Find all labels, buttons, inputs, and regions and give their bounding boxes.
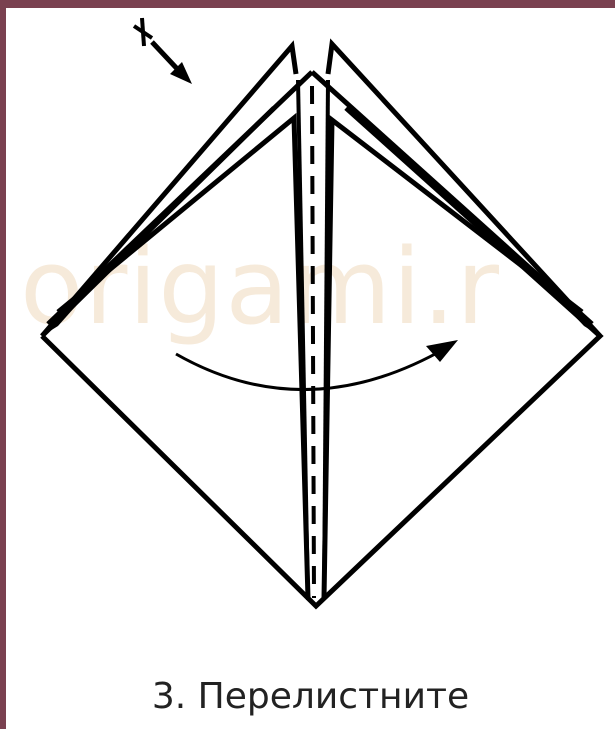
step-caption: 3. Перелистните xyxy=(6,676,615,717)
diagram-panel: origami.r xyxy=(6,8,615,729)
x-cross-arrow-icon xyxy=(134,18,192,84)
right-flap-inner xyxy=(324,120,582,598)
origami-fold-diagram xyxy=(6,8,615,729)
left-flap-shade xyxy=(42,290,90,336)
center-dashed-crease xyxy=(312,86,314,598)
curved-arrow-head xyxy=(426,340,458,362)
diamond-outline xyxy=(42,108,600,606)
curved-arrow-right-icon xyxy=(176,348,446,390)
right-flap-shade xyxy=(546,286,600,336)
